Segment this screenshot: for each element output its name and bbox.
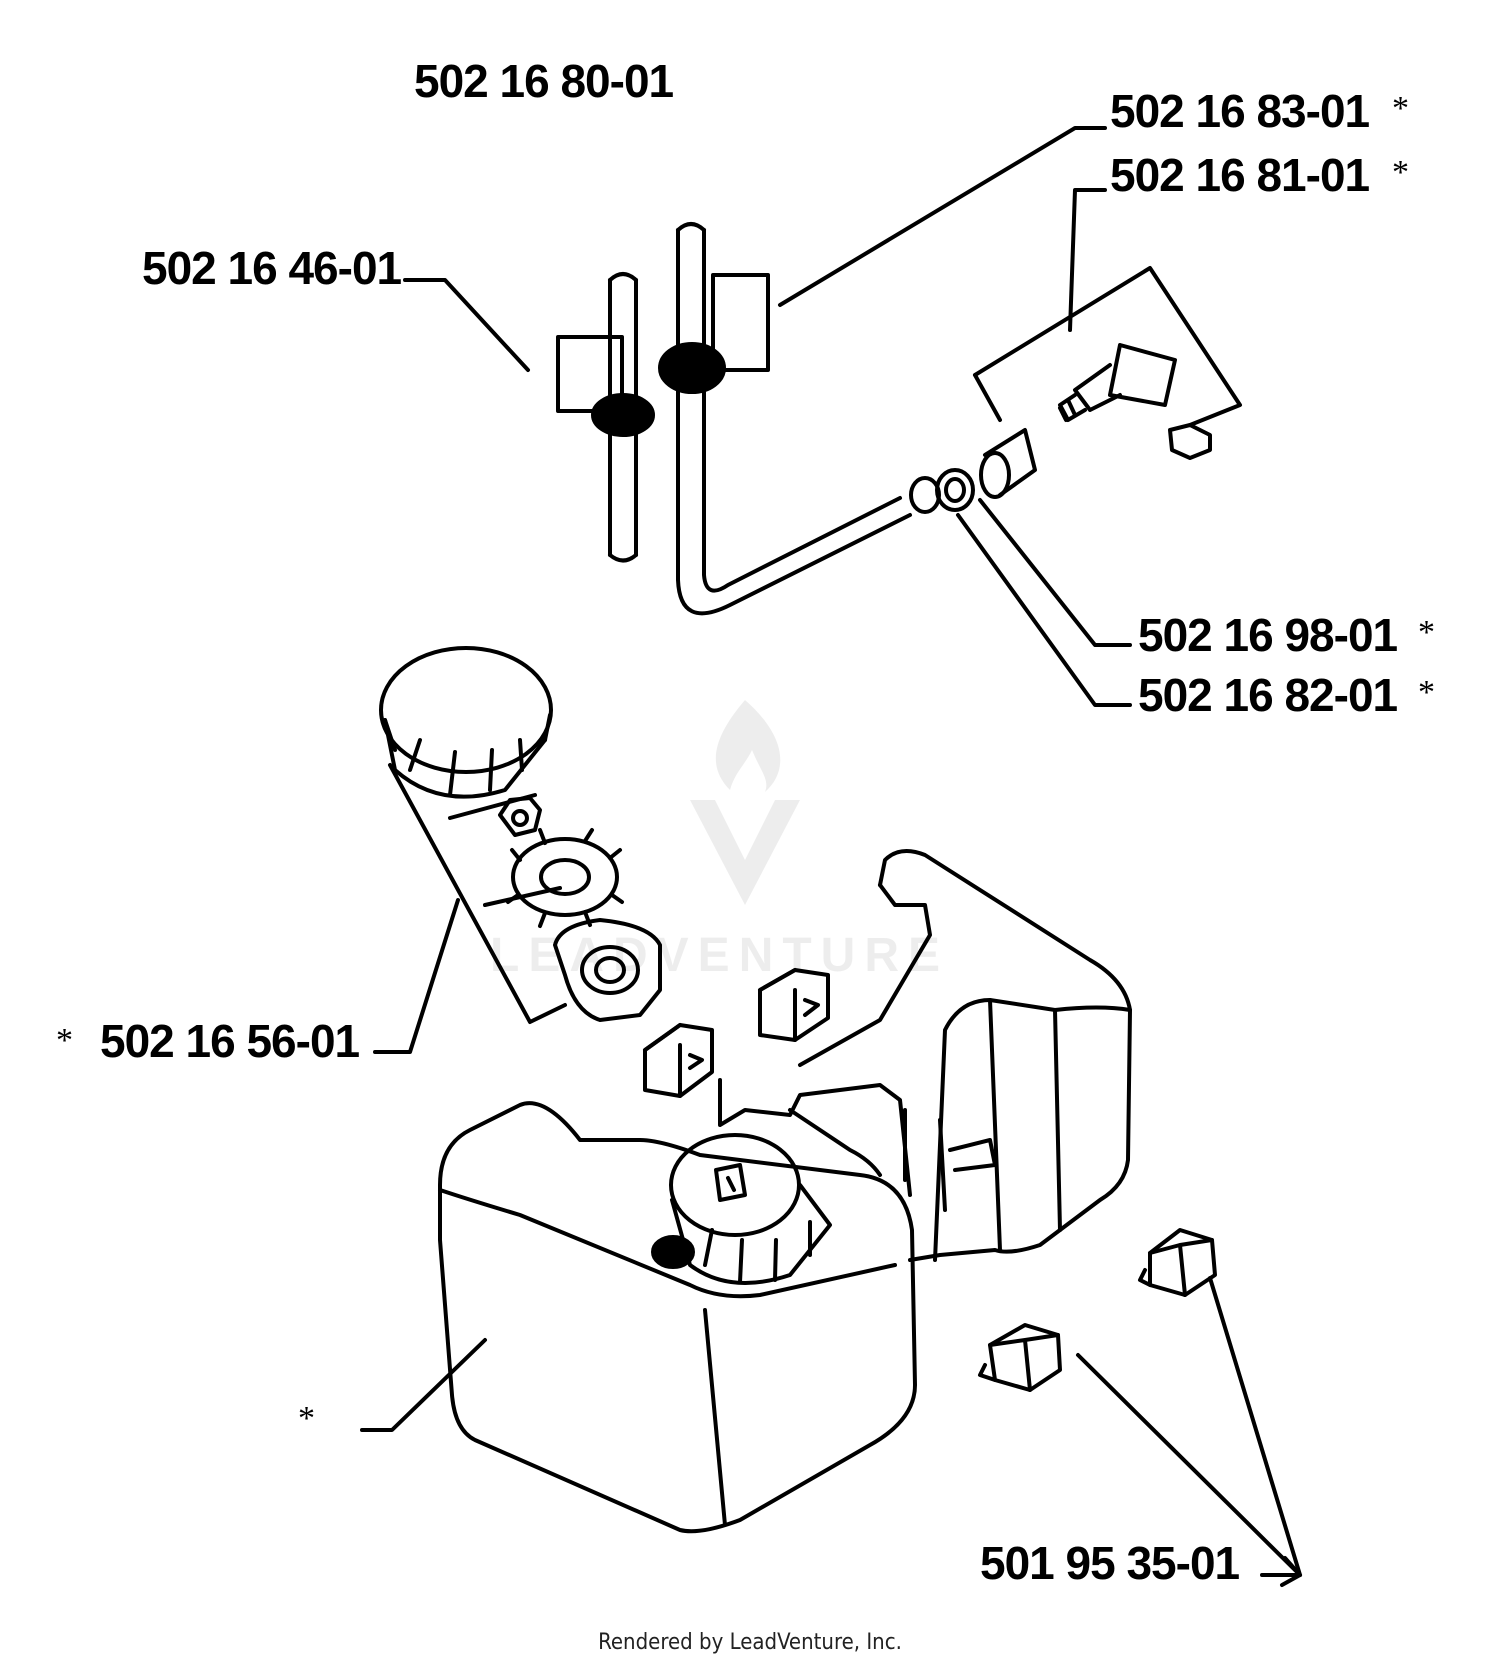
label-assembly-502-16-80-01: 502 16 80-01 (414, 55, 674, 107)
gear-ring (506, 828, 624, 928)
leader-502-16-82-01 (956, 513, 1132, 707)
asterisk-mark: * (1392, 154, 1409, 191)
fuel-filter (979, 428, 1037, 499)
leader-502-16-83-01 (778, 126, 1107, 307)
washer-small (909, 476, 941, 514)
label-502-16-82-01: 502 16 82-01 (1138, 669, 1398, 721)
label-502-16-46-01: 502 16 46-01 (142, 242, 402, 294)
vent-nut (498, 796, 542, 837)
asterisk-mark: * (1418, 674, 1435, 711)
pickup-panel (973, 266, 1242, 427)
asterisk-mark: * (1418, 614, 1435, 651)
label-502-16-98-01: 502 16 98-01 (1138, 609, 1398, 661)
fuel-tank-body (438, 849, 1132, 1534)
clip-upper (758, 968, 830, 1042)
label-501-95-35-01: 501 95 35-01 (980, 1537, 1240, 1589)
mount-block-right (1138, 1228, 1217, 1297)
mount-block-left (978, 1323, 1062, 1392)
washer-large (935, 468, 975, 512)
filler-neck (553, 918, 662, 1022)
cap-parts-bracket (388, 763, 567, 1024)
leader-502-16-81-01 (1068, 188, 1107, 332)
filler-cap (379, 646, 553, 799)
leader-502-16-46-01 (403, 278, 530, 372)
asterisk-mark: * (298, 1400, 315, 1437)
leader-asterisk (360, 1338, 487, 1432)
label-502-16-56-01: 502 16 56-01 (100, 1015, 360, 1067)
leader-502-16-98-01 (978, 498, 1132, 647)
leader-502-16-56-01 (373, 898, 460, 1054)
footer-credit: Rendered by LeadVenture, Inc. (598, 1630, 902, 1655)
fuel-tube-long (676, 222, 912, 616)
leader-501-95-35-01-b (1208, 1276, 1302, 1577)
clip-lower (643, 1023, 714, 1098)
tank-cap (669, 1133, 832, 1285)
hex-nut (1168, 423, 1212, 460)
leader-501-95-35-01-a (1076, 1353, 1302, 1577)
label-502-16-81-01: 502 16 81-01 (1110, 149, 1370, 201)
asterisk-mark: * (1392, 90, 1409, 127)
asterisk-mark: * (56, 1022, 73, 1059)
pickup-fitting (1058, 343, 1177, 422)
label-502-16-83-01: 502 16 83-01 (1110, 85, 1370, 137)
